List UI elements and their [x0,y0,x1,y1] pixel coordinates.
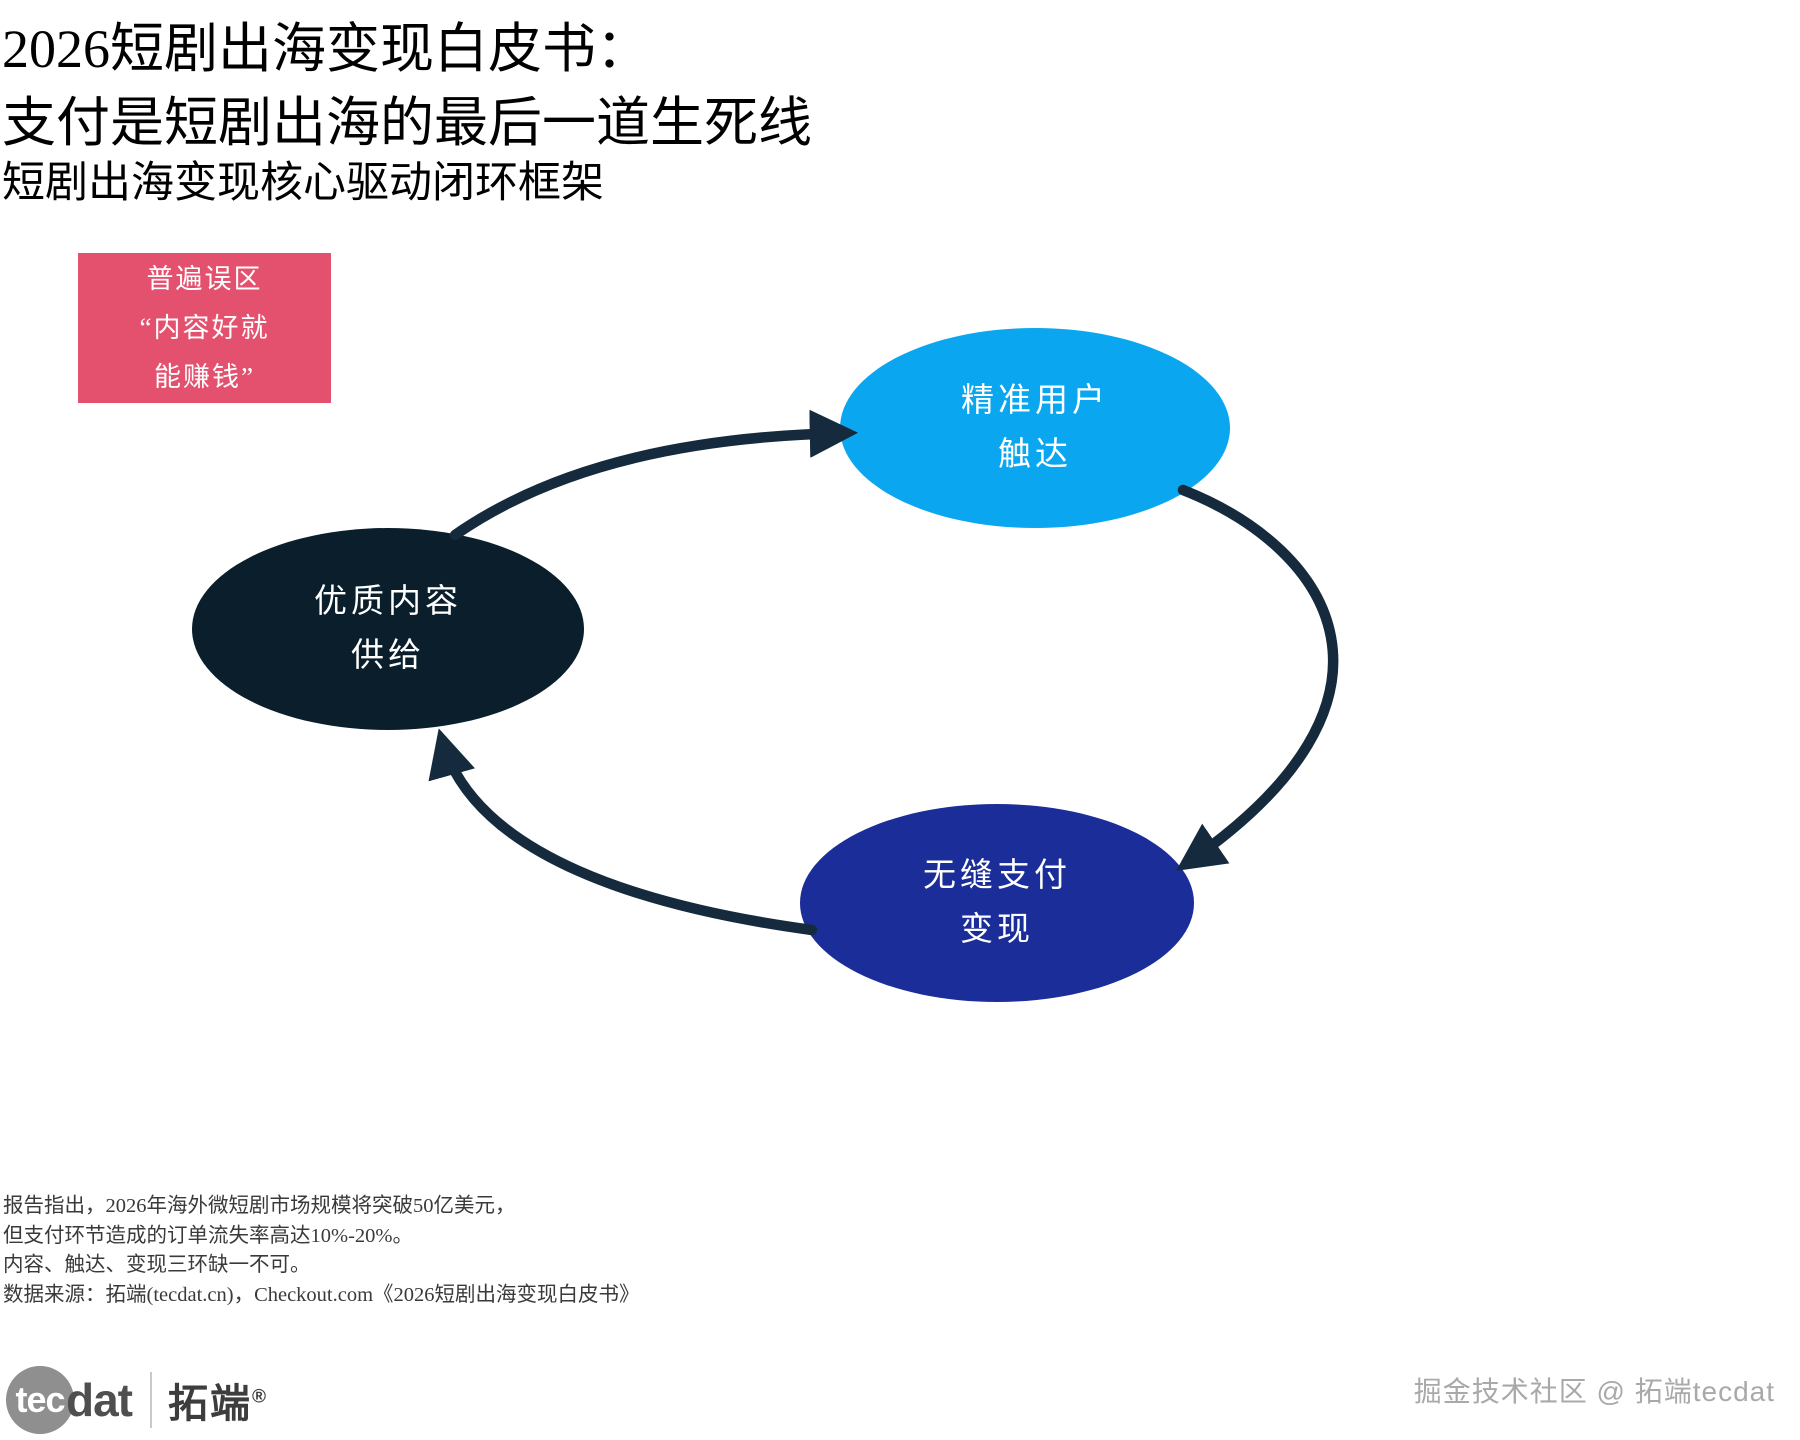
node-precise-user-reach: 精准用户 触达 [840,328,1230,528]
footnote-line2: 但支付环节造成的订单流失率高达10%-20%。 [3,1224,413,1247]
tecdat-brand-cn-text: 拓端 [168,1382,252,1426]
arrow-payment-to-content [428,728,818,936]
node-reach-label-line2: 触达 [998,437,1072,473]
registered-trademark-mark: ® [252,1386,268,1408]
arrow-reach-to-payment [1176,484,1339,871]
tecdat-logo-circle-text: tec [15,1379,65,1420]
misconception-line3: 能赚钱” [154,361,255,392]
footnote-source-line: 数据来源：拓端(tecdat.cn)，Checkout.com《2026短剧出海… [3,1283,640,1306]
node-content-label-line2: 供给 [351,638,425,674]
footnotes-block: 报告指出，2026年海外微短剧市场规模将突破50亿美元， 但支付环节造成的订单流… [3,1192,640,1310]
tecdat-brand-cn: 拓端® [168,1371,268,1429]
node-quality-content-supply: 优质内容 供给 [192,528,584,730]
arrow-content-to-reach [449,409,859,541]
node-payment-label-line2: 变现 [960,912,1034,948]
page-title-line2: 支付是短剧出海的最后一道生死线 [2,93,812,153]
logo-divider [150,1372,152,1428]
page-subtitle: 短剧出海变现核心驱动闭环框架 [2,160,604,207]
tecdat-logo: tec dat 拓端® [6,1364,268,1436]
node-reach-label-line1: 精准用户 [961,383,1109,419]
node-content-label-line1: 优质内容 [314,584,462,620]
misconception-line2: “内容好就 [139,312,270,343]
node-seamless-payment-monetization: 无缝支付 变现 [800,804,1194,1002]
community-watermark: 掘金技术社区 @ 拓端tecdat [1413,1376,1775,1407]
tecdat-logo-circle: tec [6,1366,74,1434]
node-payment-label-line1: 无缝支付 [923,858,1071,894]
misconception-callout-box: 普遍误区 “内容好就 能赚钱” [78,253,331,403]
misconception-line1: 普遍误区 [146,263,263,294]
page-title-line1: 2026短剧出海变现白皮书： [2,19,650,79]
tecdat-logo-suffix: dat [66,1374,133,1426]
footnote-line1: 报告指出，2026年海外微短剧市场规模将突破50亿美元， [3,1195,516,1217]
footnote-line3: 内容、触达、变现三环缺一不可。 [3,1254,311,1276]
